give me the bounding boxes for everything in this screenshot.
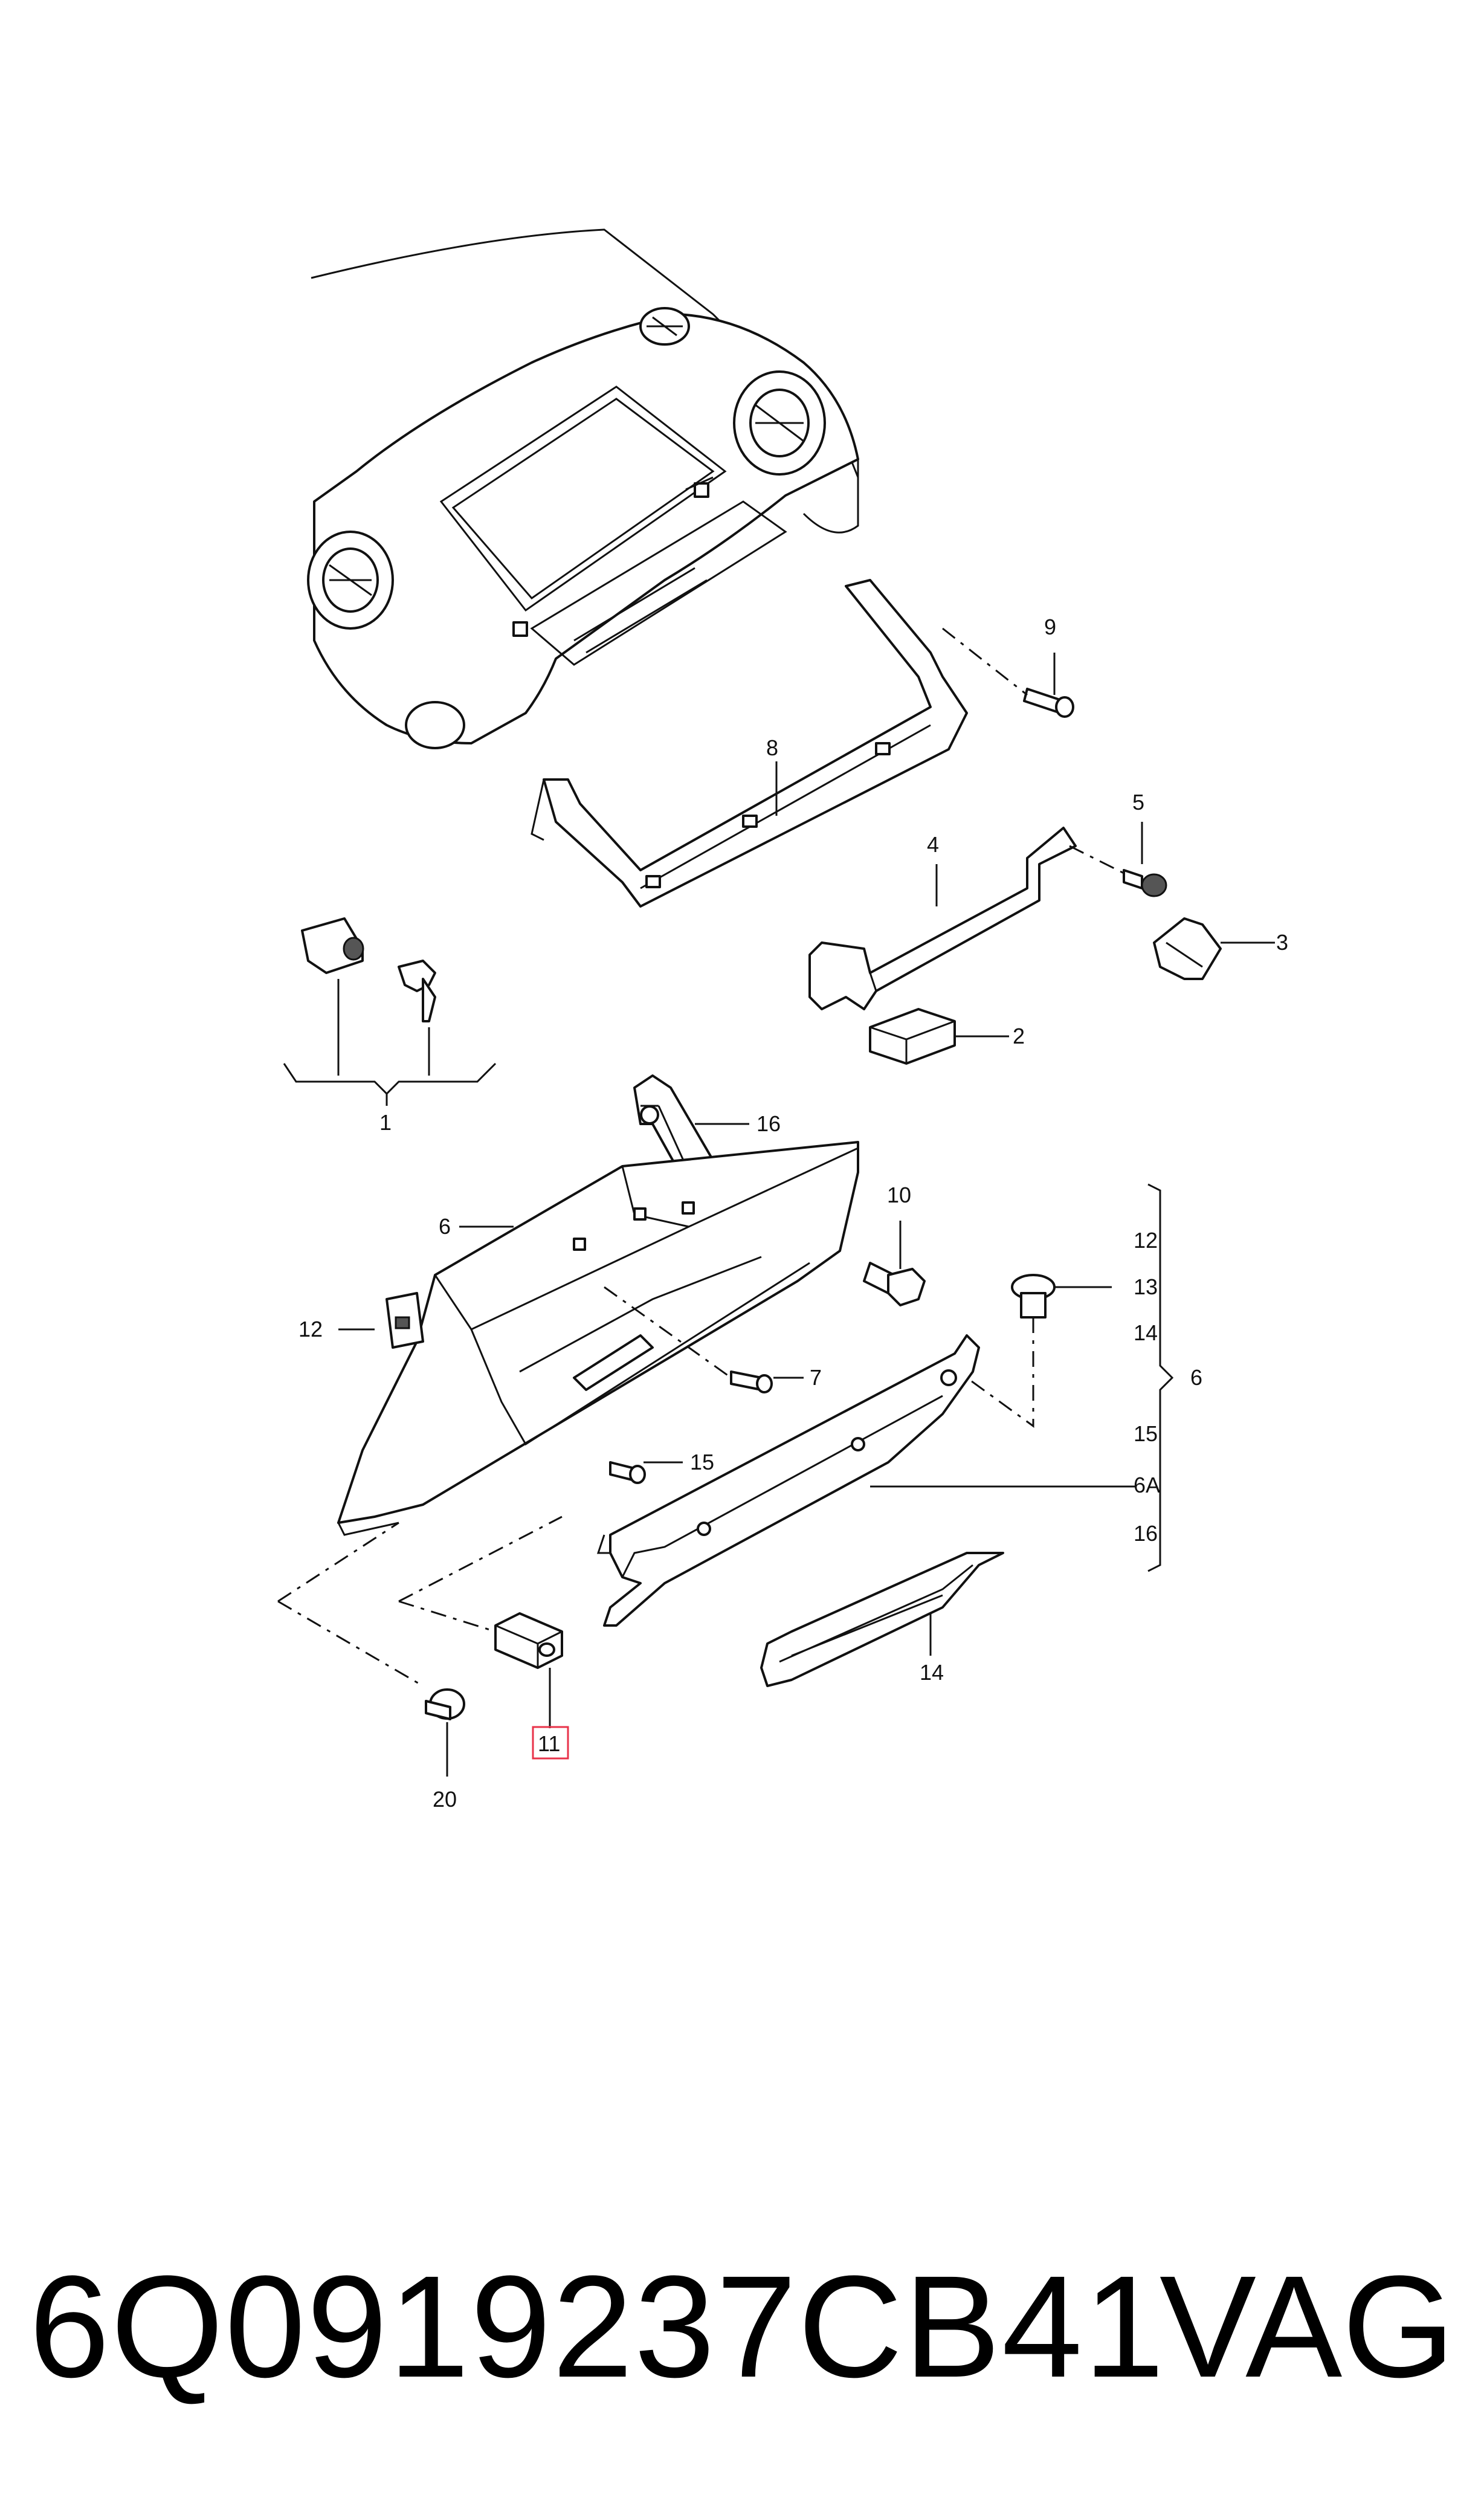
part-15-screw (609, 1461, 683, 1484)
callout-20: 20 (433, 1787, 457, 1812)
part-12-clip (338, 1292, 424, 1349)
callout-11: 11 (538, 1731, 560, 1756)
callout-8: 8 (766, 735, 778, 760)
part-6a-lid (596, 1334, 1136, 1627)
part-5-screw (1123, 822, 1167, 897)
callout-6: 6 (439, 1214, 451, 1239)
part-3-cap (1153, 917, 1275, 980)
part-1-lock-and-keys (283, 917, 497, 1106)
part-11-switch (398, 1516, 563, 1728)
part-9-bolt (942, 627, 1074, 718)
callout-4: 4 (927, 832, 939, 857)
bracket-item-15: 15 (1134, 1421, 1158, 1446)
footer: 6Q0919237CB41 VAG (0, 2236, 1484, 2417)
callout-15: 15 (690, 1450, 714, 1474)
callout-11-highlight-box (532, 1726, 569, 1760)
part-4-grab-handle (808, 827, 1131, 1010)
part-number: 6Q0919237CB41 (29, 2245, 1166, 2407)
callout-16: 16 (757, 1111, 781, 1136)
bracket-item-16: 16 (1134, 1521, 1158, 1546)
part-8-bracket (531, 579, 968, 908)
callout-10: 10 (887, 1183, 911, 1207)
callout-1: 1 (379, 1110, 392, 1135)
part-7-screw (604, 1286, 804, 1393)
part-13-clip (966, 1274, 1112, 1428)
callout-6a: 6A (1134, 1473, 1160, 1497)
dashboard-illustration (307, 228, 859, 749)
callout-13: 13 (1134, 1274, 1158, 1299)
callout-9: 9 (1044, 615, 1056, 639)
callout-14: 14 (920, 1660, 944, 1685)
part-14-insert (760, 1552, 1004, 1687)
callout-2: 2 (1013, 1024, 1025, 1048)
bracket-label-6: 6 (1190, 1365, 1202, 1390)
part-6-group-bracket (1147, 1183, 1174, 1572)
callout-12: 12 (298, 1317, 323, 1341)
callout-7: 7 (810, 1365, 822, 1390)
part-10-stopper (863, 1221, 926, 1306)
part-6-glovebox (337, 1141, 859, 1536)
bracket-item-12: 12 (1134, 1228, 1158, 1253)
bracket-item-14: 14 (1134, 1320, 1158, 1345)
part-20-clip (277, 1522, 465, 1777)
brand-label: VAG (1159, 2245, 1455, 2407)
part-2-clip (869, 1008, 1009, 1065)
callout-3: 3 (1276, 930, 1288, 955)
callout-5: 5 (1132, 790, 1144, 815)
exploded-parts-diagram: 9 8 5 4 3 2 1 16 6 10 12 7 15 14 20 11 1… (277, 228, 1288, 1812)
